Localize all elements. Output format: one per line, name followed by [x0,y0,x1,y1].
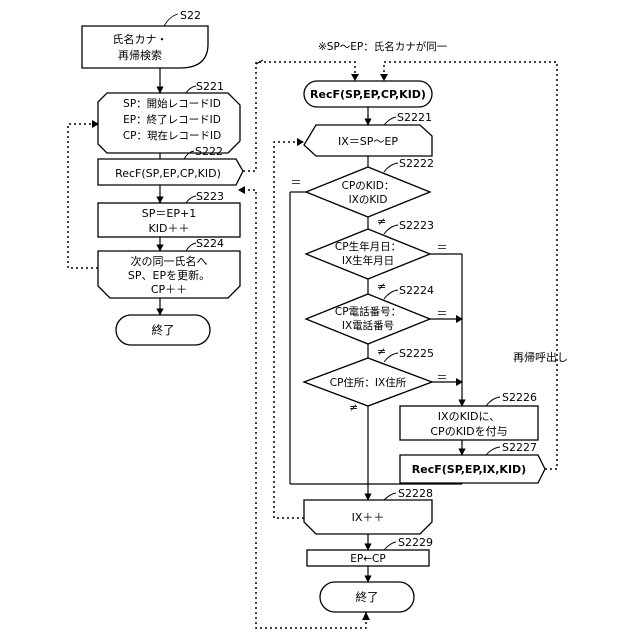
decision-phone-eq: ＝ [437,307,448,320]
step-label-s221: S221 [196,80,224,93]
decision-phone: CP電話番号： IX電話番号 [306,294,430,344]
ep-assign-box: EP←CP [307,550,429,566]
recursive-label: 再帰呼出し [513,350,568,364]
step-label-s2222: S2222 [399,157,434,170]
left-loop-back [68,124,98,268]
decision-address-neq: ≠ [349,401,358,414]
loop-next-box: 次の同一氏名へ SP、EPを更新。 CP＋＋ [98,251,240,298]
loop-start-label: IX＝SP～EP [338,135,398,148]
recf-label: RecF(SP,EP,CP,KID) [310,88,426,101]
call-label: RecF(SP,EP,CP,KID) [115,167,221,180]
loop-end-label: IX＋＋ [352,511,385,524]
update-box: SP＝EP+1 KID＋＋ [98,203,240,237]
right-end-label: 終了 [356,590,379,604]
decision-address: CP住所：IX住所 [304,358,432,406]
assign-kid-box: IXのKIDに、 CPのKIDを付与 [400,406,538,440]
start-label-line2: 再帰検索 [118,48,162,62]
recf-terminal: RecF(SP,EP,CP,KID) [304,81,432,107]
decision-phone-line1: CP電話番号： [335,305,401,318]
decision-kid-neq: ≠ [377,215,386,228]
step-label-s2221: S2221 [397,111,432,124]
step-label-s222: S222 [195,145,223,158]
recursive-call-box: RecF(SP,EP,IX,KID) [400,455,545,483]
loop-next-line2: SP、EPを更新。 [128,268,210,282]
recursive-call-label: RecF(SP,EP,IX,KID) [412,463,526,476]
decision-kid: CPのKID： IXのKID [306,167,430,217]
start-box: 氏名カナ・ 再帰検索 [82,26,208,68]
init-line1: SP：開始レコードID [123,97,221,110]
decision-birthdate-neq: ≠ [377,280,386,293]
decision-phone-line2: IX電話番号 [342,319,394,332]
assign-kid-line1: IXのKIDに、 [438,410,500,423]
step-label-s2229: S2229 [398,536,433,549]
decision-birthdate-line1: CP生年月日： [335,240,401,253]
decision-kid-line2: IXのKID [349,194,388,206]
left-end-terminal: 終了 [116,315,210,345]
step-label-s223: S223 [196,190,224,203]
step-label-s2224: S2224 [399,284,434,297]
ep-assign-label: EP←CP [350,553,385,565]
decision-birthdate-eq: ＝ [437,241,448,254]
start-label-line1: 氏名カナ・ [113,32,168,46]
init-line2: EP：終了レコードID [123,113,221,126]
loop-end-box: IX＋＋ [304,500,432,534]
update-line2: KID＋＋ [149,222,190,235]
step-label-s22: S22 [180,9,201,22]
loop-next-line1: 次の同一氏名へ [131,254,208,268]
loop-start-box: IX＝SP～EP [304,125,432,156]
inner-loop-back [274,142,304,518]
left-end-label: 終了 [152,323,175,337]
step-label-s224: S224 [196,237,224,250]
update-line1: SP＝EP+1 [142,207,196,220]
init-line3: CP：現在レコードID [123,130,221,142]
decision-birthdate-line2: IX生年月日 [342,254,394,267]
loop-next-line3: CP＋＋ [151,283,187,296]
decision-kid-eq: ＝ [291,176,302,189]
assign-kid-line2: CPのKIDを付与 [430,425,507,438]
right-end-terminal: 終了 [320,582,414,612]
step-label-s2226: S2226 [502,391,537,404]
step-label-s2223: S2223 [399,219,434,232]
decision-address-label: CP住所：IX住所 [330,376,407,389]
step-label-s2228: S2228 [398,487,433,500]
step-label-s2227: S2227 [502,441,537,454]
call-box: RecF(SP,EP,CP,KID) [98,159,243,185]
decision-phone-neq: ≠ [377,345,386,358]
range-note: ※SP～EP：氏名カナが同一 [318,40,448,53]
step-label-s2225: S2225 [399,347,434,360]
decision-kid-line1: CPのKID： [342,180,395,192]
init-box: SP：開始レコードID EP：終了レコードID CP：現在レコードID [98,93,240,153]
decision-birthdate: CP生年月日： IX生年月日 [306,229,430,279]
